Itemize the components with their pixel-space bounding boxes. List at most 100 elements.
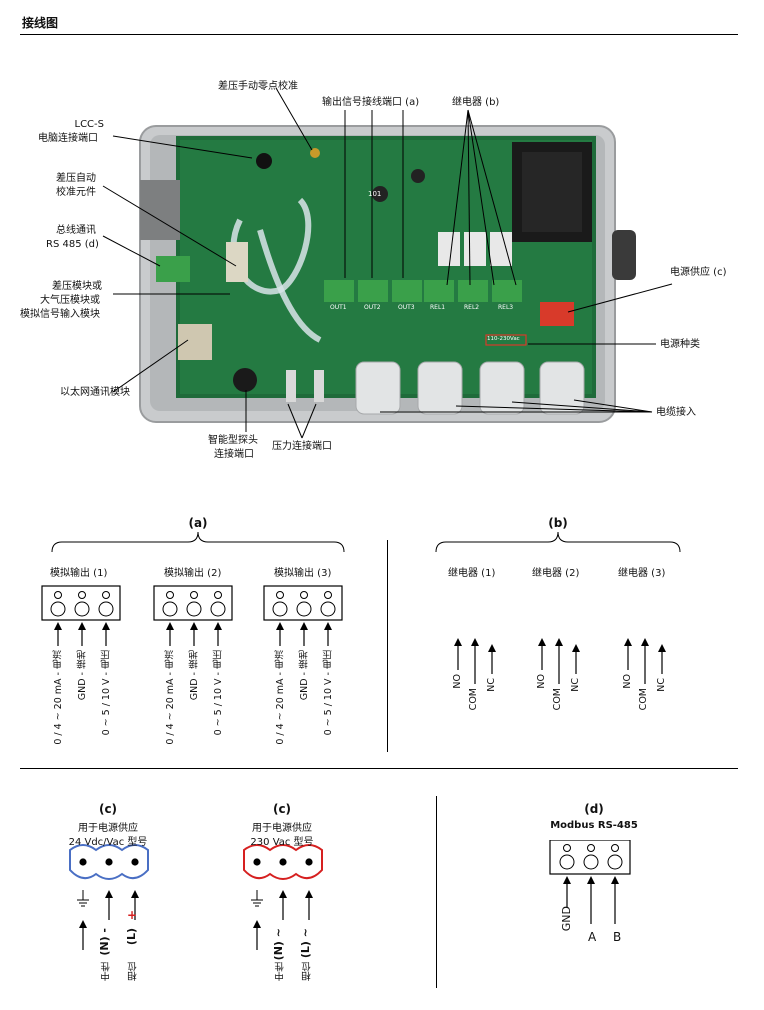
output-3-arrow-1-head [300,622,308,630]
output-1-arrow-1-head [78,622,86,630]
title-divider [20,34,738,35]
rs485-pin-dot [563,844,571,852]
rs485-pin-dot [587,844,595,852]
c2-pin-n: (N) ~ [272,928,285,961]
callout-power-supply: 电源供应 (c) [670,267,727,278]
output-3-screw [320,601,336,617]
board-voltage-label: 110-230Vac [487,336,520,342]
callout-ethernet: 以太网通讯模块 [60,387,130,398]
board-rel3-label: REL3 [498,304,514,311]
ab-divider [387,540,388,752]
output-2-screw [210,601,226,617]
rs485-screw [607,854,623,870]
callout-bus-2: RS 485 (d) [46,239,99,250]
section-d-title: Modbus RS-485 [550,820,638,831]
power-1-pin-dot [105,858,113,866]
rs485-arrow-1-head [587,876,595,884]
power-1-pin-dot [79,858,87,866]
output-2-pin-dot [166,591,174,599]
output-2-pin-dot [214,591,222,599]
device-photo [102,87,673,439]
output-3-pin-gnd: GND - 接地 [299,650,310,701]
page-title: 接线图 [22,16,59,30]
output-3-screw [272,601,288,617]
relay-2-nc-arrow-head [572,644,580,652]
output-2-screw [162,601,178,617]
section-b-label: (b) [548,516,568,530]
output-1-arrow-2-head [102,622,110,630]
callout-lcc-s-2: 电脑连接端口 [38,133,98,144]
rs485-pin-dot [611,844,619,852]
callout-module-1: 差压模块或 [52,281,102,292]
relay-2-nc: NC [570,678,581,692]
d-pin-b: B [613,930,622,944]
output-2-title: 模拟输出 (2) [164,568,222,579]
relay-1-com: COM [468,688,479,711]
output-1-title: 模拟输出 (1) [50,568,108,579]
c2-neutral: 中性 [275,962,286,981]
output-1-arrow-0-head [54,622,62,630]
output-2-screw [186,601,202,617]
callout-smart-probe-2: 连接端口 [214,449,254,460]
board-out3-label: OUT3 [398,304,415,311]
section-c2-label: (c) [272,802,292,816]
relay-3-no: NO [622,674,633,689]
relay-1-no: NO [452,674,463,689]
section-d-label: (d) [584,802,604,816]
rs485-arrow-2-head [611,876,619,884]
relay-1-nc-arrow-head [488,644,496,652]
output-1-screw [50,601,66,617]
callout-smart-probe-1: 智能型探头 [208,435,258,446]
callout-bus-1: 总线通讯 [56,225,96,236]
wiring-diagrams-ab [41,531,681,684]
output-3-arrow-0-head [276,622,284,630]
relay-2-title: 继电器 (2) [532,568,580,579]
relay-2-com-arrow-head [555,638,563,646]
cd-divider [436,796,437,988]
section-a-label: (a) [188,516,208,530]
output-3-pin-dot [324,591,332,599]
rs485-screw [583,854,599,870]
c1-phase: 相位 [128,962,139,981]
relay-2-com: COM [552,688,563,711]
relay-3-com-arrow-head [641,638,649,646]
c2-pin-l: (L) ~ [299,928,312,959]
output-1-pin-voltage: 0 ~ 5 / 10 V - 电压 [101,650,112,736]
callout-module-3: 模拟信号输入模块 [20,309,100,320]
output-3-pin-voltage: 0 ~ 5 / 10 V - 电压 [323,650,334,736]
relay-3-nc-arrow-head [658,644,666,652]
callout-module-2: 大气压模块或 [40,295,100,306]
relay-1-title: 继电器 (1) [448,568,496,579]
c1-pin-n: (N) - [98,928,111,956]
power-2-pin-dot [279,858,287,866]
relay-3-title: 继电器 (3) [618,568,666,579]
board-cap-label: 101 [368,190,382,198]
relay-1-nc: NC [486,678,497,692]
callout-cable-entry: 电缆接入 [656,407,696,418]
callout-zero-calibration: 差压手动零点校准 [218,81,298,92]
c1-plus-sign: + [127,908,138,922]
relay-3-no-arrow-head [624,638,632,646]
output-2-pin-current: 0 / 4 ~ 20 mA - 电流 [165,650,176,745]
c1-pin-l: (L) [125,928,138,946]
relay-2-no: NO [536,674,547,689]
output-2-arrow-0-head [166,622,174,630]
output-1-pin-dot [102,591,110,599]
section-c1-line2: 24 Vdc/Vac 型号 [68,837,148,848]
power-1-l-arrow-head [131,890,139,898]
callout-output-terminals: 输出信号接线端口 (a) [322,97,420,108]
output-3-pin-dot [300,591,308,599]
section-c1-line1: 用于电源供应 [78,823,138,834]
callout-power-type: 电源种类 [660,339,700,350]
callout-auto-cal-1: 差压自动 [56,173,96,184]
output-1-screw [74,601,90,617]
callout-auto-cal-2: 校准元件 [56,187,96,198]
c1-neutral: 中性 [101,962,112,981]
output-1-pin-dot [78,591,86,599]
section-c2-line1: 用于电源供应 [252,823,312,834]
output-2-pin-voltage: 0 ~ 5 / 10 V - 电压 [213,650,224,736]
output-3-pin-current: 0 / 4 ~ 20 mA - 电流 [275,650,286,745]
relay-3-com: COM [638,688,649,711]
output-3-arrow-2-head [324,622,332,630]
callout-relays: 继电器 (b) [452,97,500,108]
